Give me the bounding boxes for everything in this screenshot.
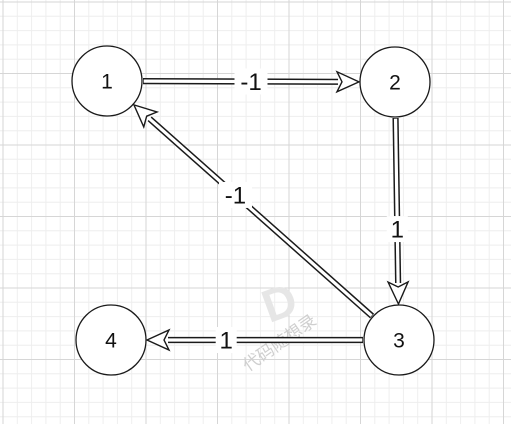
node-3: 3 — [363, 304, 435, 376]
edge-3-4: 1 — [145, 327, 363, 355]
arrowhead — [132, 103, 160, 130]
edges-layer: -1 1 -1 1 — [132, 68, 410, 355]
node-label: 4 — [105, 330, 117, 353]
node-2: 2 — [359, 46, 431, 118]
node-label: 3 — [393, 330, 405, 353]
edge-3-1: -1 — [132, 103, 375, 319]
edge-shaft — [147, 116, 373, 317]
edge-shaft — [393, 118, 400, 285]
node-label: 2 — [389, 72, 401, 95]
node-4: 4 — [75, 304, 147, 376]
edge-weight-label: -1 — [225, 182, 246, 209]
node-circle — [363, 304, 435, 376]
arrowhead — [145, 328, 171, 352]
edge-1-2: -1 — [142, 68, 361, 96]
nodes-layer: 1 2 3 4 — [71, 45, 435, 376]
edge-2-3: 1 — [386, 117, 410, 306]
node-circle — [359, 46, 431, 118]
edge-weight-label: 1 — [391, 217, 404, 244]
node-1: 1 — [71, 45, 143, 117]
edge-label-background — [234, 68, 268, 95]
edge-weight-label: 1 — [220, 328, 233, 355]
edge-label-background — [386, 216, 408, 243]
node-circle — [71, 45, 143, 117]
edge-weight-label: -1 — [240, 69, 261, 96]
edge-label-background — [218, 181, 252, 208]
arrowhead — [386, 280, 410, 306]
edge-label-background — [215, 327, 237, 353]
arrowhead — [335, 70, 361, 94]
node-label: 1 — [101, 71, 113, 94]
node-circle — [75, 304, 147, 376]
